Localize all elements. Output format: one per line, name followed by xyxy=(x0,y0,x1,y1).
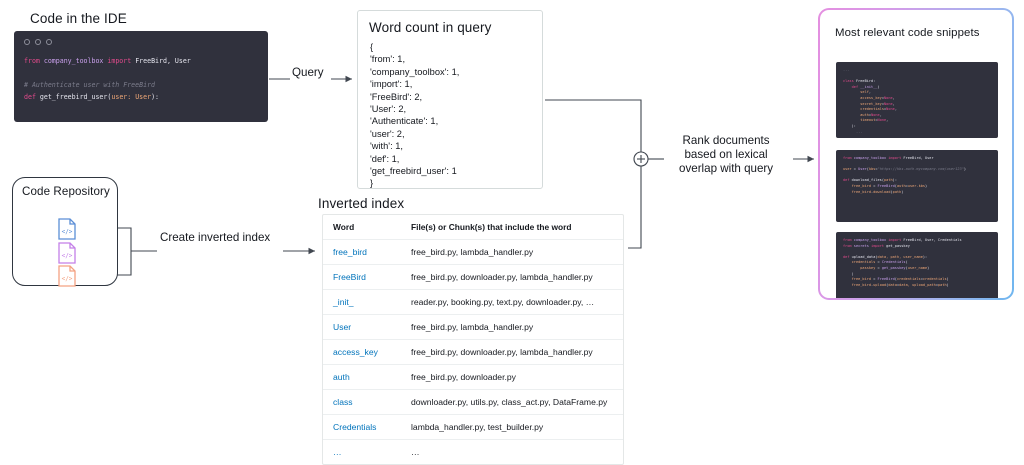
index-files-cell: reader.py, booking.py, text.py, download… xyxy=(401,289,623,315)
index-files-cell: free_bird.py, downloader.py, lambda_hand… xyxy=(401,264,623,290)
plus-circle-icon xyxy=(633,151,649,167)
word-count-card: Word count in query { 'from': 1, 'compan… xyxy=(357,10,543,189)
index-word-cell[interactable]: access_key xyxy=(323,339,401,365)
relevant-snippets-panel: Most relevant code snippets ... class Fr… xyxy=(818,8,1014,300)
window-dot-icon xyxy=(24,39,30,45)
word-count-title: Word count in query xyxy=(369,20,492,35)
ide-code-card: from company_toolbox import FreeBird, Us… xyxy=(14,31,268,122)
code-repository-card: Code Repository </> </> </> xyxy=(12,177,118,287)
svg-text:</>: </> xyxy=(62,229,73,236)
index-word-cell[interactable]: _init_ xyxy=(323,289,401,315)
index-word-cell[interactable]: FreeBird xyxy=(323,264,401,290)
index-files-cell: free_bird.py, downloader.py xyxy=(401,364,623,390)
code-file-icon: </> xyxy=(58,241,76,264)
index-word-cell[interactable]: Credentials xyxy=(323,414,401,440)
ide-title: Code in the IDE xyxy=(30,11,127,26)
window-dot-icon xyxy=(46,39,52,45)
snippet-code-text: from company_toolbox import FreeBird, Us… xyxy=(843,156,967,194)
index-files-cell: free_bird.py, lambda_handler.py xyxy=(401,314,623,340)
index-word-cell[interactable]: User xyxy=(323,314,401,340)
index-word-cell[interactable]: free_bird xyxy=(323,239,401,265)
index-files-cell: free_bird.py, downloader.py, lambda_hand… xyxy=(401,339,623,365)
code-repository-title: Code Repository xyxy=(22,185,110,198)
snippet-upload-data[interactable]: from company_toolbox import FreeBird, Us… xyxy=(836,232,998,298)
snippet-code-text: ... class FreeBird: def __init__( self, … xyxy=(843,68,897,134)
index-word-cell[interactable]: … xyxy=(333,447,342,457)
window-dot-icon xyxy=(35,39,41,45)
index-word-cell[interactable]: auth xyxy=(323,364,401,390)
code-file-icon: </> xyxy=(58,218,76,240)
code-file-icon: </> xyxy=(58,265,76,287)
table-row: _init_reader.py, booking.py, text.py, do… xyxy=(323,289,623,315)
index-files-cell: … xyxy=(411,447,420,457)
snippet-freebird-class[interactable]: ... class FreeBird: def __init__( self, … xyxy=(836,62,998,138)
table-row: …… xyxy=(323,440,623,465)
inverted-index-title: Inverted index xyxy=(318,196,405,211)
index-files-cell: lambda_handler.py, test_builder.py xyxy=(401,414,623,440)
column-header: File(s) or Chunk(s) that include the wor… xyxy=(401,215,623,240)
window-dots xyxy=(24,39,52,45)
svg-text:</>: </> xyxy=(62,252,73,259)
column-header: Word xyxy=(323,215,401,240)
create-inverted-index-label: Create inverted index xyxy=(160,231,271,244)
relevant-snippets-title: Most relevant code snippets xyxy=(835,27,980,39)
index-files-cell: downloader.py, utils.py, class_act.py, D… xyxy=(401,389,623,415)
index-word-cell[interactable]: class xyxy=(323,389,401,415)
ide-code-text: from company_toolbox import FreeBird, Us… xyxy=(24,57,191,101)
word-count-body: { 'from': 1, 'company_toolbox': 1, 'impo… xyxy=(370,42,460,189)
svg-text:</>: </> xyxy=(62,276,73,283)
query-arrow-label: Query xyxy=(292,66,324,79)
snippet-download-files[interactable]: from company_toolbox import FreeBird, Us… xyxy=(836,150,998,222)
snippet-code-text: from company_toolbox import FreeBird, Us… xyxy=(843,238,962,287)
index-files-cell: free_bird.py, lambda_handler.py xyxy=(401,239,623,265)
